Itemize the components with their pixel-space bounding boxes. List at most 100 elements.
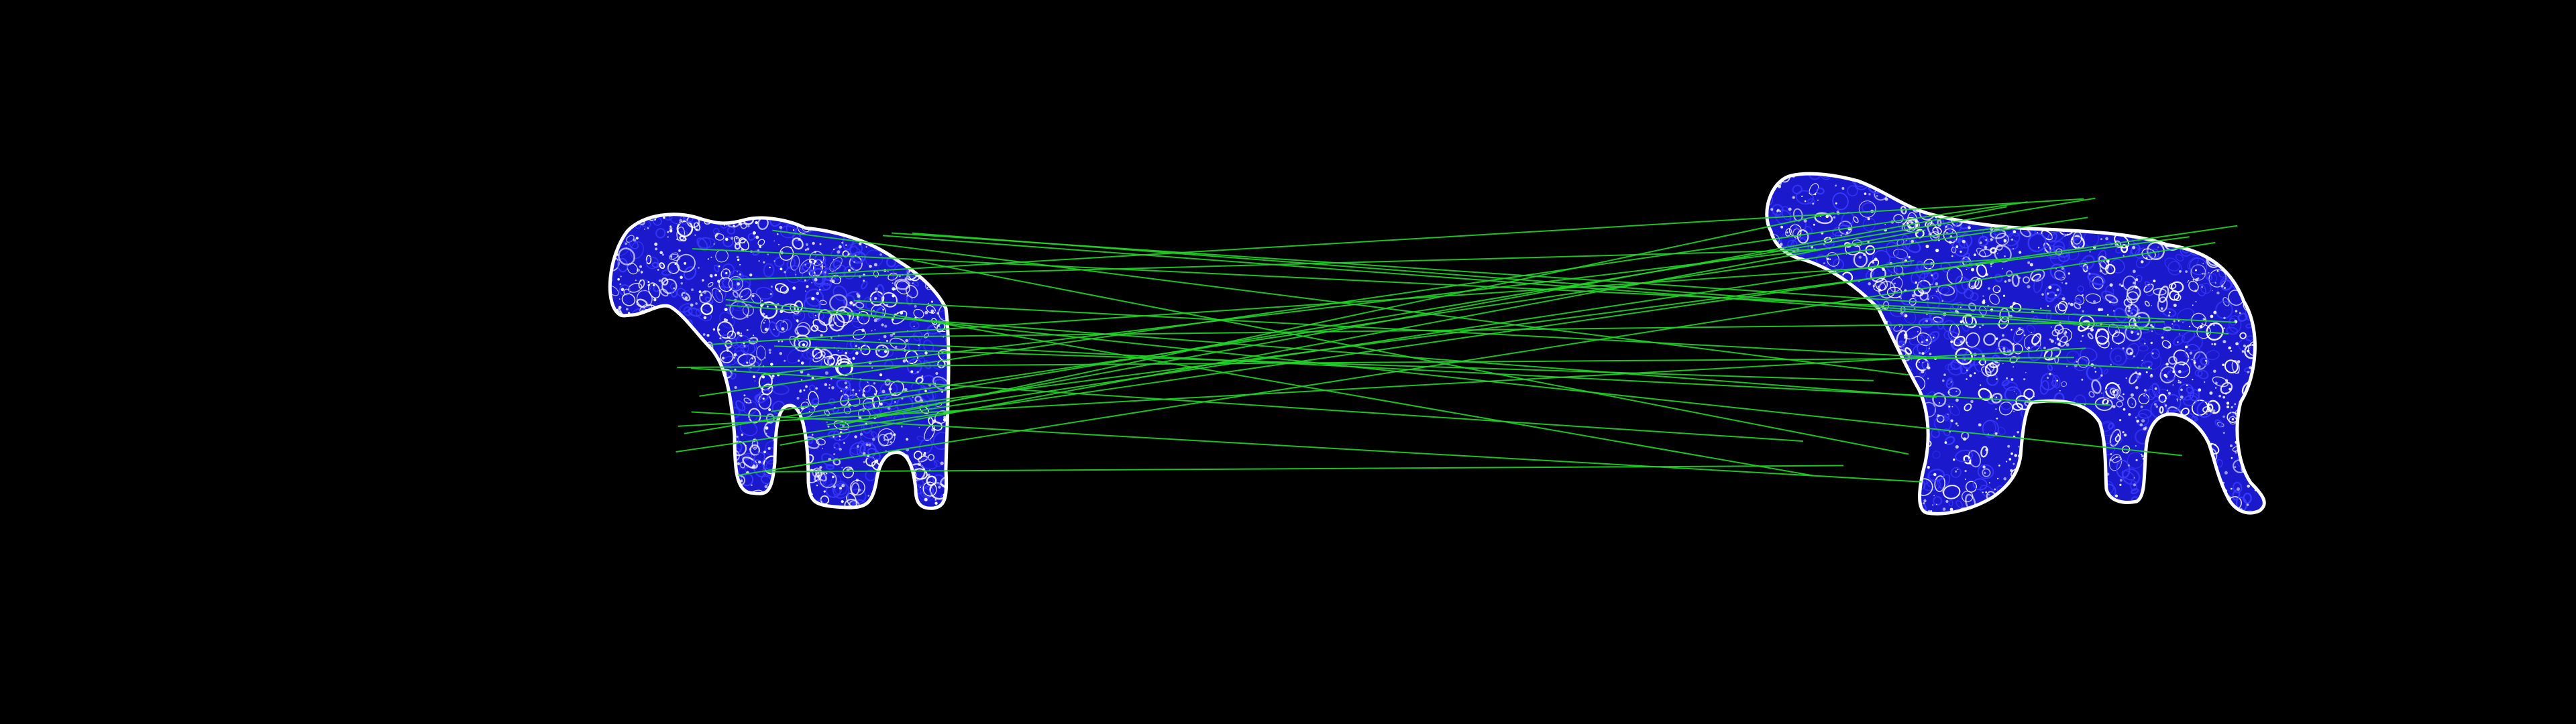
feature-blob [2247, 282, 2260, 292]
feature-speckle [1788, 318, 1790, 320]
feature-speckle [2155, 470, 2159, 473]
feature-blob [2189, 257, 2208, 276]
feature-speckle [657, 353, 660, 355]
feature-speckle [849, 467, 853, 471]
feature-blob [2224, 209, 2233, 217]
feature-speckle [2154, 403, 2157, 406]
feature-speckle [2013, 391, 2015, 392]
feature-speckle [1796, 450, 1800, 453]
feature-blob [2248, 218, 2260, 235]
feature-speckle [2176, 169, 2179, 172]
feature-blob [610, 437, 617, 450]
feature-blob [1789, 406, 1800, 414]
feature-blob [2041, 194, 2049, 200]
feature-blob [619, 485, 637, 498]
feature-speckle [2105, 237, 2109, 241]
feature-speckle [2235, 209, 2237, 211]
feature-speckle [2100, 238, 2102, 240]
feature-speckle [625, 317, 628, 320]
feature-speckle [713, 243, 715, 245]
feature-speckle [837, 214, 839, 216]
feature-speckle [702, 498, 706, 502]
feature-speckle [2012, 230, 2017, 234]
feature-speckle [841, 213, 842, 214]
feature-blob [846, 243, 858, 256]
feature-speckle [2098, 221, 2101, 224]
feature-speckle [2152, 216, 2155, 219]
feature-blob [777, 471, 788, 485]
feature-blob [1837, 473, 1854, 489]
feature-speckle [2008, 458, 2012, 461]
feature-speckle [2007, 444, 2010, 448]
feature-blob [641, 353, 649, 364]
feature-blob [2082, 174, 2094, 188]
feature-speckle [731, 316, 733, 318]
feature-speckle [1966, 404, 1968, 406]
feature-blob [2043, 444, 2056, 461]
feature-speckle [885, 214, 888, 217]
feature-speckle [741, 296, 743, 298]
feature-blob [1808, 174, 1822, 180]
feature-blob [618, 247, 635, 265]
feature-speckle [1854, 401, 1856, 403]
feature-blob [1907, 404, 1917, 412]
feature-speckle [2010, 238, 2013, 241]
feature-speckle [628, 460, 629, 462]
feature-speckle [1871, 424, 1874, 427]
feature-speckle [830, 377, 833, 380]
feature-blob [2180, 508, 2194, 514]
feature-speckle [839, 438, 841, 440]
feature-speckle [2143, 395, 2145, 397]
feature-speckle [844, 381, 847, 385]
feature-speckle [2255, 473, 2258, 477]
feature-speckle [751, 484, 753, 486]
feature-speckle [2109, 458, 2112, 462]
feature-speckle [1982, 295, 1984, 297]
feature-blob [2031, 274, 2041, 282]
feature-speckle [736, 255, 739, 259]
feature-speckle [838, 357, 839, 359]
feature-speckle [1960, 250, 1962, 253]
feature-speckle [612, 221, 616, 225]
feature-speckle [702, 387, 704, 389]
feature-blob [2251, 461, 2259, 469]
feature-blob [2258, 189, 2265, 202]
feature-speckle [890, 441, 892, 444]
feature-speckle [1826, 394, 1828, 396]
feature-blob [2033, 277, 2043, 294]
feature-speckle [2021, 475, 2023, 477]
feature-speckle [1907, 388, 1909, 391]
feature-speckle [639, 486, 642, 490]
feature-speckle [698, 267, 700, 269]
feature-speckle [737, 462, 741, 465]
feature-speckle [1932, 504, 1934, 506]
feature-speckle [2195, 507, 2198, 510]
feature-speckle [892, 496, 896, 499]
feature-blob [2130, 480, 2137, 491]
feature-speckle [2033, 184, 2036, 187]
feature-blob [2261, 325, 2265, 336]
feature-blob [2259, 357, 2265, 371]
feature-blob [653, 466, 666, 477]
feature-blob [768, 321, 780, 337]
feature-speckle [811, 434, 814, 436]
feature-speckle [2112, 405, 2116, 408]
feature-blob [2151, 349, 2160, 359]
feature-speckle [635, 280, 637, 282]
feature-blob [1901, 504, 1911, 513]
feature-speckle [737, 282, 740, 286]
feature-speckle [2019, 507, 2023, 510]
feature-blob [2260, 416, 2265, 426]
feature-speckle [2184, 180, 2188, 183]
feature-speckle [1877, 501, 1881, 505]
feature-speckle [2245, 432, 2247, 434]
feature-speckle [1811, 497, 1814, 501]
feature-speckle [1922, 362, 1924, 363]
feature-speckle [620, 276, 622, 278]
feature-speckle [848, 269, 851, 272]
feature-speckle [734, 368, 737, 371]
feature-speckle [743, 345, 746, 347]
feature-blob [1847, 307, 1858, 316]
feature-speckle [2224, 471, 2228, 475]
feature-speckle [2177, 495, 2180, 498]
